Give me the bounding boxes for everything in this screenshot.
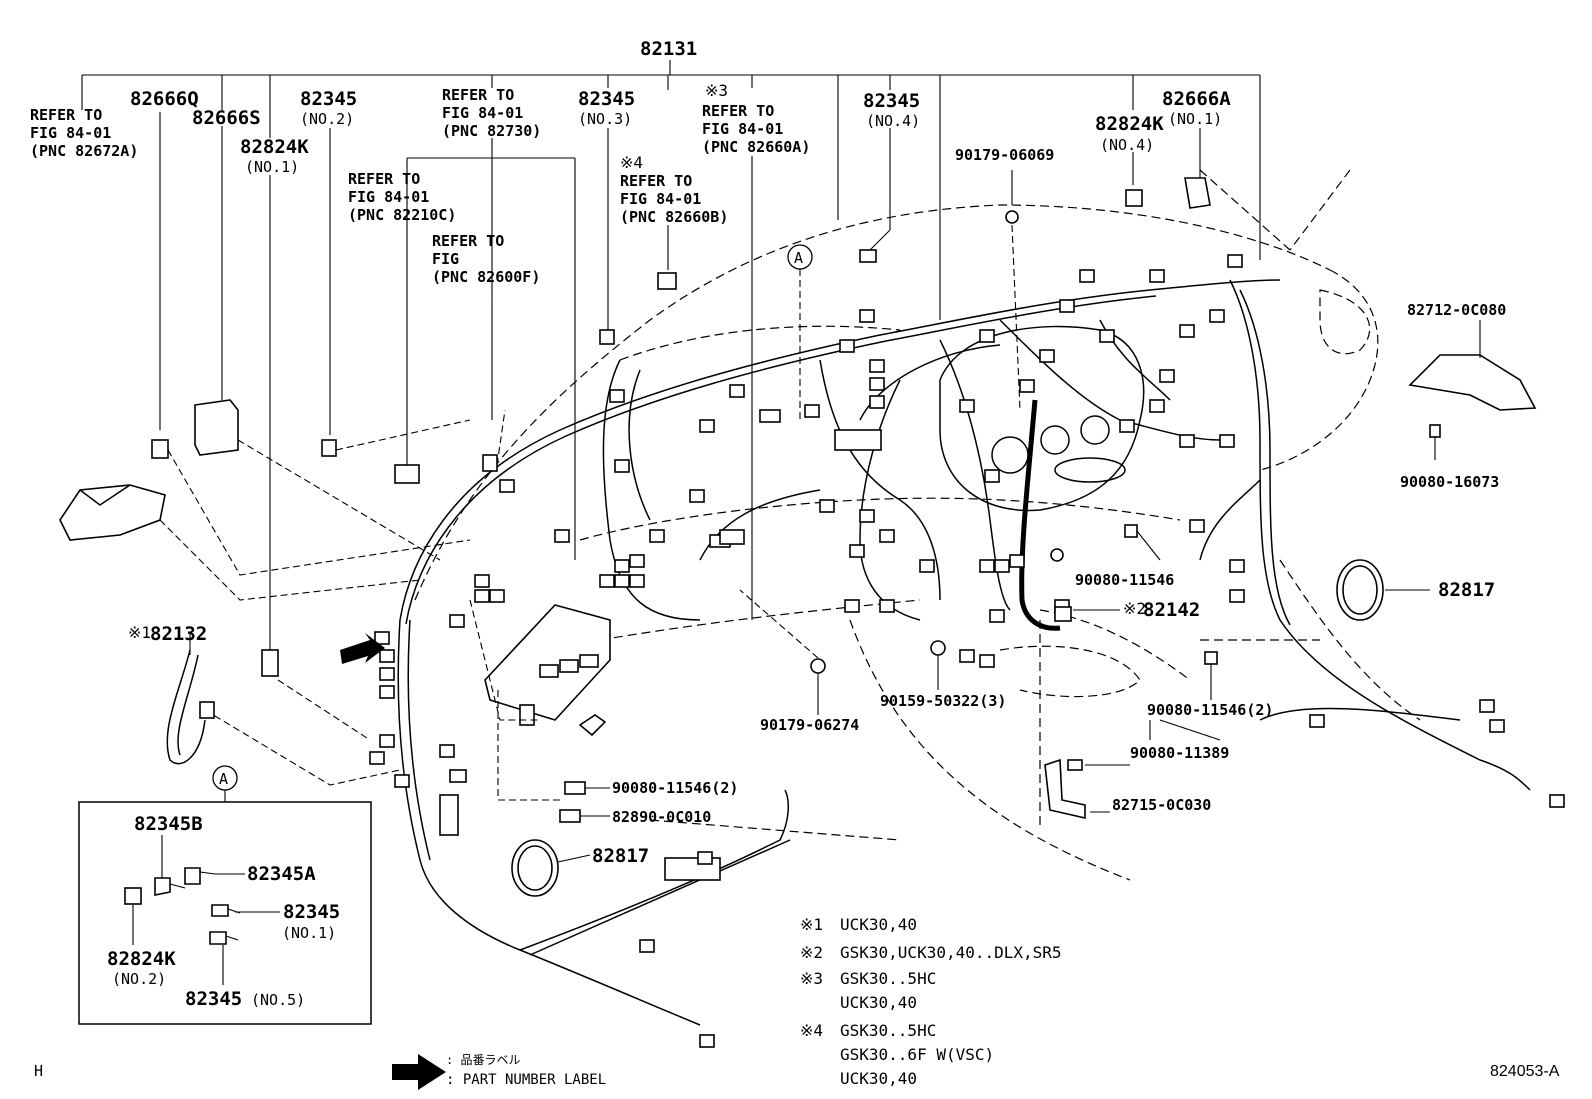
right-parts <box>739 320 1537 820</box>
pn-82131-bracket: 82131 <box>81 38 1261 320</box>
note-4-text-3: UCK30,40 <box>840 1069 917 1088</box>
pn-82817-right: 82817 <box>1438 579 1495 601</box>
note-3-text-2: UCK30,40 <box>840 993 917 1012</box>
ref-82672a-line3: (PNC 82672A) <box>30 142 138 160</box>
corner-mark: H <box>34 1062 43 1080</box>
note-1-text: UCK30,40 <box>840 915 917 934</box>
legend-arrow-icon <box>392 1054 446 1090</box>
pn-82142: 82142 <box>1143 599 1200 621</box>
harness-82142 <box>1019 399 1061 631</box>
ref-82660b-mark: ※4 <box>620 153 643 172</box>
note-1-mark: ※1 <box>800 915 823 934</box>
ref-82672a-line1: REFER TO <box>30 106 102 124</box>
pn-82666a: 82666A <box>1162 88 1231 110</box>
pn-82666s: 82666S <box>192 107 261 129</box>
note-3-text-1: GSK30..5HC <box>840 969 936 988</box>
note-4-mark: ※4 <box>800 1021 823 1040</box>
ref-82672a-line2: FIG 84-01 <box>30 124 111 142</box>
note-4-text-1: GSK30..5HC <box>840 1021 936 1040</box>
pn-82824k-no1-sub: (NO.1) <box>245 158 299 176</box>
ref-82730-line2: FIG 84-01 <box>442 104 523 122</box>
ref-82600f-line2: FIG <box>432 250 459 268</box>
legend: : 品番ラベル : PART NUMBER LABEL <box>392 1053 606 1090</box>
junction-block <box>484 604 611 737</box>
pn-82345-no1: 82345 <box>283 901 340 923</box>
pn-82715-0c030: 82715-0C030 <box>1112 796 1211 814</box>
pn-90080-11546-2: 90080-11546(2) <box>1147 701 1273 719</box>
pn-82345b: 82345B <box>134 813 203 835</box>
pn-82666a-sub: (NO.1) <box>1168 110 1222 128</box>
applicability-notes: ※1 UCK30,40 ※2 GSK30,UCK30,40..DLX,SR5 ※… <box>800 915 1062 1088</box>
pn-82132-mark: ※1 <box>128 623 151 642</box>
note-2-mark: ※2 <box>800 943 823 962</box>
pn-82131: 82131 <box>640 38 697 60</box>
pn-82345-no4-sub: (NO.4) <box>866 112 920 130</box>
pn-82345a: 82345A <box>247 863 316 885</box>
legend-jp: : 品番ラベル <box>446 1053 520 1067</box>
pn-90080-11546-2-lower: 90080-11546(2) <box>612 779 738 797</box>
pn-82345-no3: 82345 <box>578 88 635 110</box>
pn-82666q: 82666Q <box>130 88 199 110</box>
ref-82660a-line2: FIG 84-01 <box>702 120 783 138</box>
pn-82824k-no2: 82824K <box>107 948 176 970</box>
note-3-mark: ※3 <box>800 969 823 988</box>
legend-en: : PART NUMBER LABEL <box>446 1072 606 1088</box>
pn-82345-no5-sub: (NO.5) <box>251 991 305 1009</box>
callout-a-main: A <box>787 244 813 420</box>
left-parts <box>59 177 1211 677</box>
instrument-panel-outline <box>414 169 1421 881</box>
top-labels: REFER TO FIG 84-01 (PNC 82672A) 82666Q 8… <box>30 81 1231 286</box>
pn-90179-06069: 90179-06069 <box>955 146 1054 164</box>
pn-82345-no2-sub: (NO.2) <box>300 110 354 128</box>
bottom-parts <box>511 606 1072 897</box>
ref-82660b-line1: REFER TO <box>620 172 692 190</box>
right-labels: 82712-0C080 90080-16073 82817 90080-1154… <box>128 301 1506 867</box>
ref-82210c-line2: FIG 84-01 <box>348 188 429 206</box>
svg-text:A: A <box>794 249 803 267</box>
dashed-leaders-left <box>159 409 560 801</box>
inset-a: A 82345B 82345A 82345 (NO.1) 82824K (NO.… <box>78 765 372 1025</box>
pn-82824k-no1: 82824K <box>240 136 309 158</box>
ref-82600f-line3: (PNC 82600F) <box>432 268 540 286</box>
pn-82345-no1-sub: (NO.1) <box>282 924 336 942</box>
pn-82890-0c010: 82890-0C010 <box>612 808 711 826</box>
pn-82345-no2: 82345 <box>300 88 357 110</box>
pn-82345-no3-sub: (NO.3) <box>578 110 632 128</box>
ref-82600f-line1: REFER TO <box>432 232 504 250</box>
pn-82345-no5: 82345 <box>185 988 242 1010</box>
harness-82132 <box>166 632 215 765</box>
figure-id: 824053-A <box>1490 1063 1560 1080</box>
pn-82132: 82132 <box>150 623 207 645</box>
ref-82660b-line2: FIG 84-01 <box>620 190 701 208</box>
ref-82730-line1: REFER TO <box>442 86 514 104</box>
pn-82345-no4: 82345 <box>863 90 920 112</box>
pn-82824k-no2-sub: (NO.2) <box>112 970 166 988</box>
note-2-text: GSK30,UCK30,40..DLX,SR5 <box>840 943 1062 962</box>
pn-82817-lower: 82817 <box>592 845 649 867</box>
pn-82824k-no4-sub: (NO.4) <box>1100 136 1154 154</box>
connectors <box>369 254 1565 1048</box>
pn-90080-11546: 90080-11546 <box>1075 571 1174 589</box>
ref-82660a-mark: ※3 <box>705 81 728 100</box>
ref-82660b-line3: (PNC 82660B) <box>620 208 728 226</box>
leaders-top <box>159 112 1201 650</box>
inset-a-callout: A <box>219 770 228 788</box>
ref-82660a-line3: (PNC 82660A) <box>702 138 810 156</box>
ref-82210c-line1: REFER TO <box>348 170 420 188</box>
pn-82824k-no4: 82824K <box>1095 113 1164 135</box>
note-4-text-2: GSK30..6F W(VSC) <box>840 1045 994 1064</box>
ref-82660a-line1: REFER TO <box>702 102 774 120</box>
ref-82730-line3: (PNC 82730) <box>442 122 541 140</box>
pn-82712-0c080: 82712-0C080 <box>1407 301 1506 319</box>
part-label-arrow <box>340 633 385 664</box>
pn-90179-06274: 90179-06274 <box>760 716 859 734</box>
pn-90080-11389: 90080-11389 <box>1130 744 1229 762</box>
ref-82210c-line3: (PNC 82210C) <box>348 206 456 224</box>
pn-90080-16073: 90080-16073 <box>1400 473 1499 491</box>
pn-82142-mark: ※2 <box>1123 599 1146 618</box>
pn-90159-50322: 90159-50322(3) <box>880 692 1006 710</box>
